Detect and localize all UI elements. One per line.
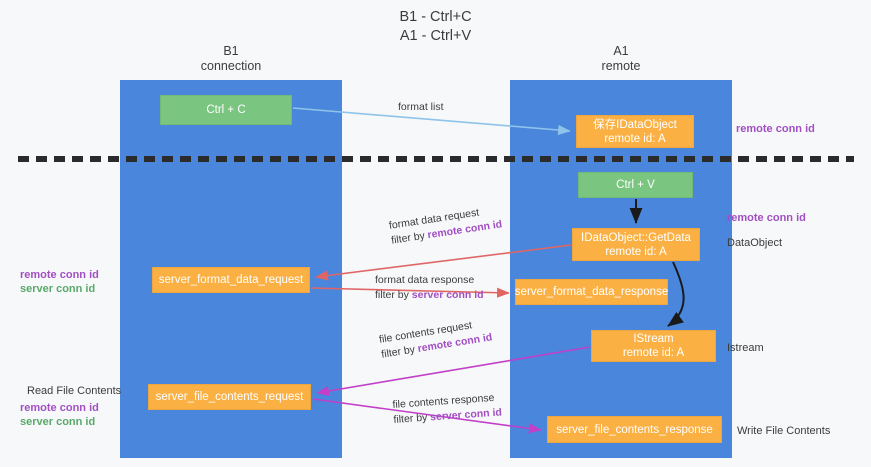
title-line-2: A1 - Ctrl+V: [399, 28, 472, 44]
side-label-remote-conn-id-top-text: remote conn id: [736, 123, 815, 135]
node-istream-line1: IStream: [633, 333, 674, 345]
edge-caption-format-data-response-filter: filter by server conn id: [375, 288, 484, 303]
side-label-dataobject-text: DataObject: [727, 237, 783, 249]
node-ctrl-v[interactable]: Ctrl + V: [578, 172, 693, 198]
node-save-idataobject-line2: remote id: A: [604, 132, 666, 145]
title-line-1: B1 - Ctrl+C: [399, 9, 472, 25]
side-label-server-conn-id-left-2: server conn id: [20, 416, 96, 428]
node-server-format-data-request[interactable]: server_format_data_request: [152, 267, 310, 293]
side-label-istream-text: Istream: [727, 342, 764, 354]
side-label-server-conn-id-left-1: server conn id: [20, 283, 96, 295]
lane-header-b1-name: B1: [223, 44, 239, 58]
edge-caption-format-data-request: format data request filter by remote con…: [388, 202, 503, 248]
node-save-idataobject-line1: 保存IDataObject: [593, 118, 677, 131]
phase-divider: [18, 156, 854, 162]
side-label-remote-conn-id-mid-text: remote conn id: [727, 212, 806, 224]
side-label-read-file-contents: Read File Contents: [27, 384, 121, 398]
filter-prefix: filter by: [375, 289, 412, 301]
filter-prefix: filter by: [393, 411, 431, 426]
node-ctrl-c[interactable]: Ctrl + C: [160, 95, 292, 125]
edge-caption-format-list: format list: [398, 100, 444, 115]
filter-key: server conn id: [429, 406, 503, 424]
node-istream-line2: remote id: A: [622, 347, 685, 359]
node-server-format-data-response[interactable]: server_format_data_response: [515, 279, 668, 305]
side-label-remote-conn-id-left-2: remote conn id: [20, 402, 99, 414]
side-label-remote-conn-id-top: remote conn id: [736, 122, 815, 136]
edge-caption-file-contents-response: file contents response filter by server …: [392, 390, 502, 427]
node-ctrl-v-line1: Ctrl + V: [616, 179, 655, 191]
node-server-file-contents-request[interactable]: server_file_contents_request: [148, 384, 311, 410]
lane-header-a1-name: A1: [613, 44, 629, 58]
filter-key: server conn id: [411, 289, 484, 301]
node-server-file-contents-request-line1: server_file_contents_request: [155, 391, 304, 403]
side-label-dataobject: DataObject: [727, 236, 782, 250]
side-label-conn-ids-top: remote conn id server conn id: [20, 268, 99, 296]
node-idataobject-getdata-line2: remote id: A: [605, 245, 667, 258]
side-label-remote-conn-id-left-1: remote conn id: [20, 269, 99, 281]
edge-caption-format-data-response: format data response filter by server co…: [375, 273, 484, 303]
node-idataobject-getdata-line1: IDataObject::GetData: [581, 231, 691, 244]
side-label-read-file-contents-text: Read File Contents: [27, 385, 122, 397]
side-label-write-file-contents: Write File Contents: [737, 424, 830, 438]
lane-header-b1: B1 connection: [120, 44, 342, 74]
side-label-istream: Istream: [727, 341, 764, 355]
node-ctrl-c-line1: Ctrl + C: [206, 104, 246, 116]
node-save-idataobject[interactable]: 保存IDataObject remote id: A: [576, 115, 694, 148]
side-label-write-file-contents-text: Write File Contents: [737, 425, 831, 437]
node-idataobject-getdata[interactable]: IDataObject::GetData remote id: A: [572, 228, 700, 261]
node-server-file-contents-response-line1: server_file_contents_response: [556, 423, 713, 436]
lane-header-a1-role: remote: [601, 59, 641, 73]
edge-caption-format-data-response-text: format data response: [375, 274, 475, 286]
lane-header-a1: A1 remote: [510, 44, 732, 74]
page-title: B1 - Ctrl+C A1 - Ctrl+V: [0, 8, 871, 46]
node-istream[interactable]: IStream remote id: A: [591, 330, 716, 362]
edge-caption-format-list-text: format list: [398, 101, 444, 113]
node-server-format-data-request-line1: server_format_data_request: [158, 274, 304, 286]
node-server-format-data-response-line1: server_format_data_response: [514, 286, 669, 298]
filter-prefix: filter by: [390, 229, 429, 247]
side-label-conn-ids-bottom: remote conn id server conn id: [20, 401, 99, 429]
side-label-remote-conn-id-mid: remote conn id: [727, 211, 806, 225]
lane-header-b1-role: connection: [200, 59, 262, 73]
edge-caption-file-contents-request: file contents request filter by remote c…: [378, 315, 493, 362]
node-server-file-contents-response[interactable]: server_file_contents_response: [547, 416, 722, 443]
